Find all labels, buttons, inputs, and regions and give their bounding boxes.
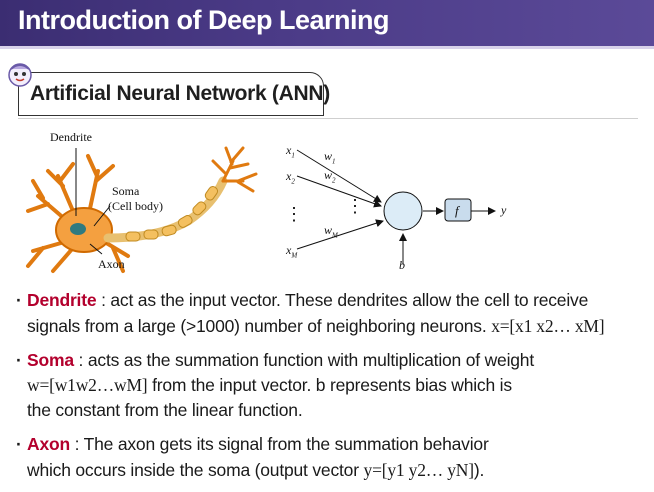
activation-f-label: f — [455, 203, 459, 218]
page-title: Introduction of Deep Learning — [18, 5, 390, 35]
term-soma: Soma — [27, 350, 74, 370]
bullet-dendrite: · Dendrite : act as the input vector. Th… — [16, 290, 605, 336]
weight-w1-label: w1 — [324, 149, 336, 166]
input-x1-label: x1 — [286, 143, 295, 160]
weight-ellipsis: ⋮ — [346, 196, 364, 216]
soma-label: Soma — [112, 184, 140, 198]
weight-wm-label: wM — [324, 223, 338, 240]
term-dendrite: Dendrite — [27, 290, 97, 310]
output-y-label: y — [501, 203, 507, 217]
input-xm-label: xM — [286, 243, 298, 260]
soma-sublabel: (Cell body) — [108, 199, 163, 213]
axon-label: Axon — [98, 257, 125, 271]
bias-b-label: b — [399, 258, 405, 272]
section-title-box — [18, 72, 324, 116]
term-axon: Axon — [27, 434, 70, 454]
perceptron-diagram — [296, 149, 496, 264]
input-x2-label: x2 — [286, 169, 295, 186]
dendrite-label: Dendrite — [50, 130, 92, 144]
header-divider — [0, 46, 654, 49]
mascot-icon — [8, 63, 32, 87]
biological-neuron-diagram — [26, 146, 258, 273]
bullet-soma: · Soma : acts as the summation function … — [16, 350, 534, 420]
section-title: Artificial Neural Network (ANN) — [30, 82, 330, 105]
input-ellipsis: ⋮ — [285, 204, 303, 224]
header-bar: Introduction of Deep Learning — [0, 0, 654, 46]
bullet-axon: · Axon : The axon gets its signal from t… — [16, 434, 489, 480]
weight-w2-label: w2 — [324, 168, 336, 185]
section-divider — [18, 118, 638, 119]
